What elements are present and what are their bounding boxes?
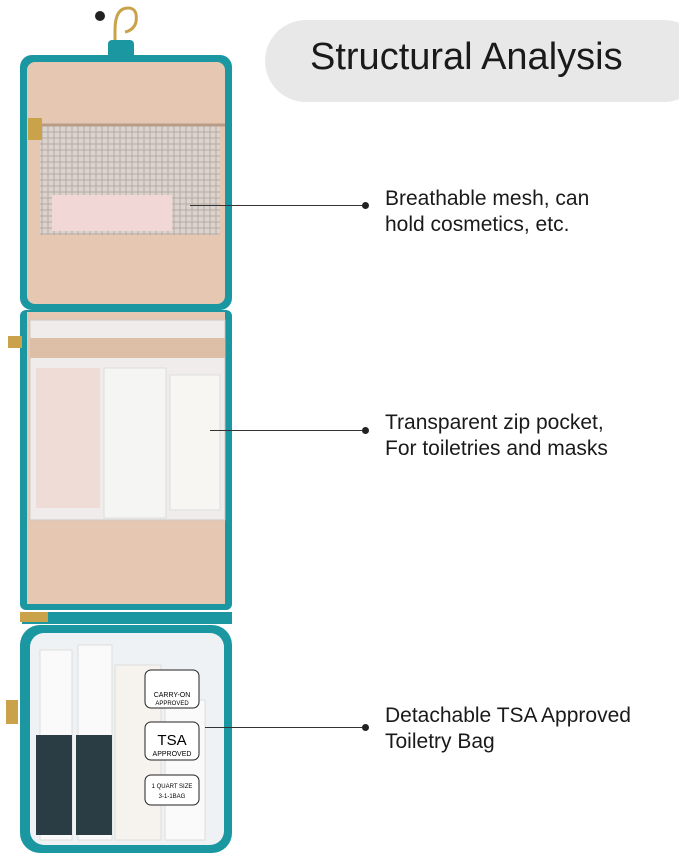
callout-line-zip-pocket <box>210 430 366 431</box>
callout-dot <box>362 427 369 434</box>
svg-text:3-1-1BAG: 3-1-1BAG <box>159 794 186 800</box>
hanging-hook <box>113 6 138 55</box>
callout-zip-pocket: Transparent zip pocket, For toiletries a… <box>385 411 608 460</box>
callout-line-tsa-bag <box>205 727 366 728</box>
tsa-label: TSA APPROVED <box>144 721 200 761</box>
callout-dot <box>362 724 369 731</box>
title-banner <box>265 20 679 102</box>
callout-mesh: Breathable mesh, can hold cosmetics, etc… <box>385 187 590 236</box>
page-title: Structural Analysis <box>310 36 623 78</box>
svg-text:TSA: TSA <box>157 732 186 749</box>
toiletry-bag-image: CARRY-ON APPROVED TSA APPROVED 1 QUART S… <box>6 6 232 853</box>
callout-tsa-bag: Detachable TSA Approved Toiletry Bag <box>385 704 631 753</box>
callout-line-mesh <box>190 205 366 206</box>
quart-label: 1 QUART SIZE 3-1-1BAG <box>144 774 200 806</box>
svg-text:APPROVED: APPROVED <box>155 701 189 707</box>
callout-dot <box>362 202 369 209</box>
svg-text:1 QUART SIZE: 1 QUART SIZE <box>152 784 193 790</box>
svg-text:CARRY-ON: CARRY-ON <box>154 692 191 699</box>
carry-on-label: CARRY-ON APPROVED <box>144 669 200 709</box>
svg-text:APPROVED: APPROVED <box>153 751 192 758</box>
